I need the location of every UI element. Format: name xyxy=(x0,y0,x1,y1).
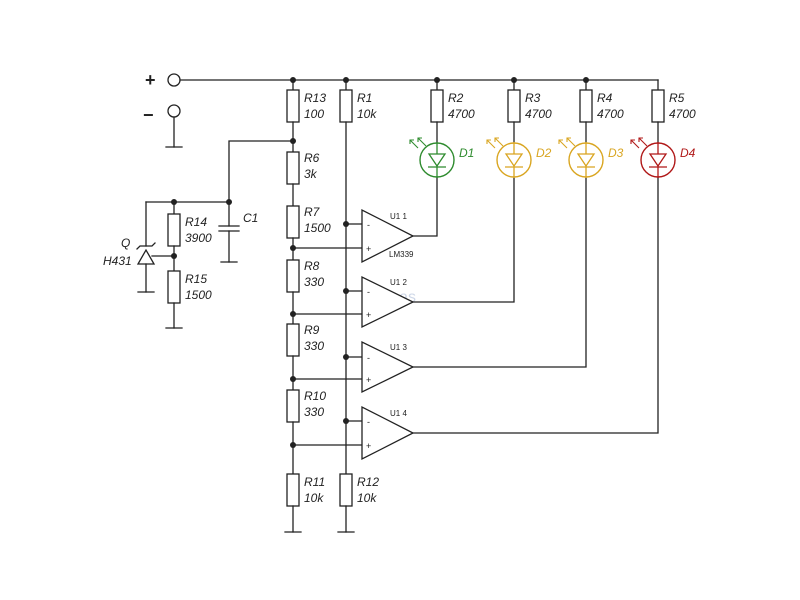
regulator-q xyxy=(136,248,156,265)
led-d1: D1 xyxy=(409,137,474,178)
d4-name: D4 xyxy=(680,146,696,160)
u1-2-name: U1 2 xyxy=(390,278,407,287)
top-rail xyxy=(179,77,659,83)
r12-value: 10k xyxy=(357,491,377,505)
d3-name: D3 xyxy=(608,146,624,160)
r6-name: R6 xyxy=(304,151,320,165)
svg-text:+: + xyxy=(366,441,371,451)
comparator-u1-3: - + U1 3 xyxy=(361,340,415,394)
svg-text:-: - xyxy=(367,287,370,297)
svg-text:+: + xyxy=(366,244,371,254)
svg-text:+: + xyxy=(366,375,371,385)
led-d2: D2 xyxy=(486,137,552,178)
resistor-r10 xyxy=(286,389,300,423)
r14-name: R14 xyxy=(185,215,207,229)
resistor-r4 xyxy=(579,89,593,123)
svg-text:-: - xyxy=(367,220,370,230)
resistor-r9 xyxy=(286,323,300,357)
power-terminals: + − xyxy=(143,70,183,148)
resistor-r11 xyxy=(286,473,300,507)
resistor-r2 xyxy=(430,89,444,123)
resistor-r6 xyxy=(286,151,300,185)
resistor-r13 xyxy=(286,89,300,123)
led-d3: D3 xyxy=(558,137,624,178)
minus-terminal-label: − xyxy=(143,105,154,125)
svg-text:-: - xyxy=(367,353,370,363)
ic-part-label: LM339 xyxy=(389,250,414,259)
r5-name: R5 xyxy=(669,91,685,105)
plus-terminal xyxy=(167,73,181,87)
resistor-r14 xyxy=(167,213,181,247)
r13-value: 100 xyxy=(304,107,324,121)
r14-value: 3900 xyxy=(185,231,212,245)
r13-name: R13 xyxy=(304,91,326,105)
r15-value: 1500 xyxy=(185,288,212,302)
led-resistors: R2 4700 R3 4700 R4 4700 R5 4700 xyxy=(430,79,696,143)
u1-1-name: U1 1 xyxy=(390,212,407,221)
u1-3-name: U1 3 xyxy=(390,343,407,352)
r12-name: R12 xyxy=(357,475,379,489)
r5-value: 4700 xyxy=(669,107,696,121)
r2-name: R2 xyxy=(448,91,464,105)
minus-terminal xyxy=(167,104,181,118)
resistor-r8 xyxy=(286,259,300,293)
d2-name: D2 xyxy=(536,146,552,160)
r11-name: R11 xyxy=(304,475,325,489)
resistor-r5 xyxy=(651,89,665,123)
resistor-r7 xyxy=(286,205,300,239)
r9-name: R9 xyxy=(304,323,320,337)
r1-value: 10k xyxy=(357,107,377,121)
svg-text:+: + xyxy=(366,310,371,320)
reference-section: C1 R14 3900 R15 1500 Q H431 xyxy=(103,140,294,329)
q-part: H431 xyxy=(103,254,132,268)
led-d4: D4 xyxy=(630,137,696,178)
comparator-u1-2: - + U1 2 xyxy=(361,275,415,329)
d1-name: D1 xyxy=(459,146,474,160)
r6-value: 3k xyxy=(304,167,318,181)
resistor-r15 xyxy=(167,270,181,304)
r15-name: R15 xyxy=(185,272,207,286)
r4-value: 4700 xyxy=(597,107,624,121)
comparator-u1-4: - + U1 4 xyxy=(361,405,415,461)
resistor-r3 xyxy=(507,89,521,123)
r10-value: 330 xyxy=(304,405,324,419)
r3-value: 4700 xyxy=(525,107,552,121)
q-name: Q xyxy=(121,236,130,250)
r7-value: 1500 xyxy=(304,221,331,235)
comparator-inputs xyxy=(292,223,363,446)
u1-4-name: U1 4 xyxy=(390,409,407,418)
r2-value: 4700 xyxy=(448,107,475,121)
r10-name: R10 xyxy=(304,389,326,403)
r11-value: 10k xyxy=(304,491,324,505)
resistor-r1 xyxy=(339,89,353,123)
r8-value: 330 xyxy=(304,275,324,289)
r8-name: R8 xyxy=(304,259,320,273)
r3-name: R3 xyxy=(525,91,541,105)
r7-name: R7 xyxy=(304,205,321,219)
divider-ladder: R13 100 R6 3k R7 1500 R8 330 R9 330 R10 … xyxy=(284,79,331,533)
svg-text:-: - xyxy=(367,417,370,427)
r4-name: R4 xyxy=(597,91,613,105)
r9-value: 330 xyxy=(304,339,324,353)
c1-name: C1 xyxy=(243,211,258,225)
plus-terminal-label: + xyxy=(145,70,156,90)
comparator-u1-1: - + U1 1 LM339 xyxy=(361,208,415,264)
resistor-r12 xyxy=(339,473,353,507)
comparator-outputs xyxy=(412,177,659,434)
r1-name: R1 xyxy=(357,91,372,105)
